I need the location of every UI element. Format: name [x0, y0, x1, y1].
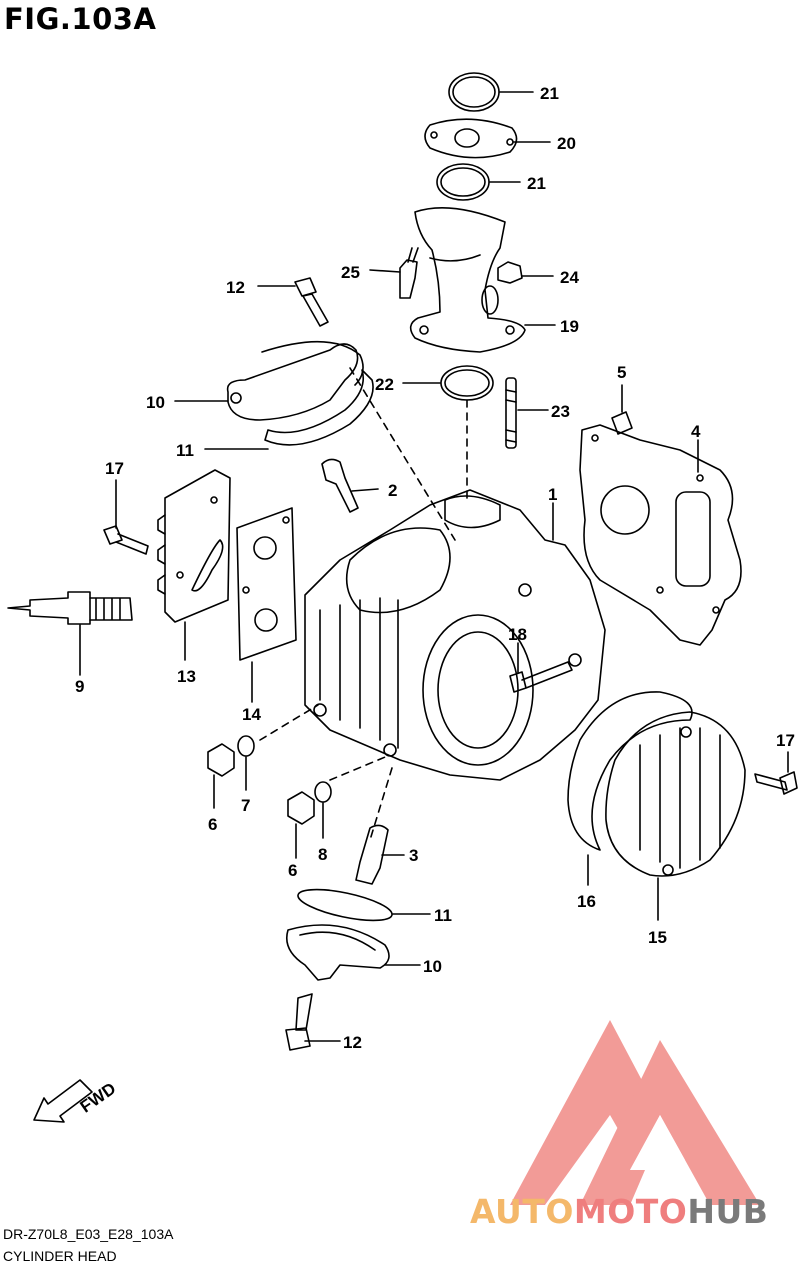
- watermark-auto: AUTO: [470, 1192, 574, 1231]
- watermark-hub: HUB: [687, 1192, 769, 1231]
- side-gasket-14[interactable]: [236, 507, 297, 661]
- diagram-code: DR-Z70L8_E03_E28_103A: [3, 1226, 174, 1242]
- bolt-12-lower[interactable]: [285, 993, 313, 1051]
- o-ring-21-lower[interactable]: [436, 163, 490, 201]
- bolt-12-top[interactable]: [294, 277, 329, 327]
- insulator-plate-20[interactable]: [424, 118, 518, 159]
- valve-guide-3[interactable]: [355, 824, 389, 885]
- cylinder-gasket-4[interactable]: [579, 424, 742, 646]
- callout-25: 25: [341, 263, 360, 282]
- callout-18: 18: [508, 625, 527, 644]
- watermark-moto: MOTO: [573, 1192, 688, 1231]
- callout-10-top: 10: [146, 393, 165, 412]
- bolt-17-right[interactable]: [754, 771, 798, 795]
- callout-22: 22: [375, 375, 394, 394]
- callout-16: 16: [577, 892, 596, 911]
- callout-2: 2: [388, 481, 397, 500]
- callout-8: 8: [318, 845, 327, 864]
- spark-plug-9[interactable]: [7, 591, 91, 625]
- cover-15[interactable]: [605, 711, 746, 877]
- plug-6-left[interactable]: [207, 743, 235, 777]
- callout-9: 9: [75, 677, 84, 696]
- cylinder-head-1[interactable]: [304, 489, 606, 781]
- cover-gasket-16[interactable]: [567, 691, 693, 851]
- callout-4: 4: [691, 422, 701, 441]
- callout-17-left: 17: [105, 459, 124, 478]
- diagram-caption: CYLINDER HEAD: [3, 1248, 117, 1264]
- callout-13: 13: [177, 667, 196, 686]
- figure-title: FIG.103A: [4, 2, 157, 36]
- o-ring-22[interactable]: [440, 365, 494, 401]
- valve-cover-10-top[interactable]: [226, 343, 359, 421]
- callout-5: 5: [617, 363, 626, 382]
- watermark-text: AUTOMOTOHUB: [470, 1192, 768, 1231]
- callout-11-lower: 11: [434, 906, 452, 925]
- callout-14: 14: [242, 705, 261, 724]
- watermark-logo: [510, 1020, 760, 1205]
- valve-guide-2[interactable]: [321, 458, 359, 513]
- callout-11-top: 11: [176, 441, 194, 460]
- nut-24[interactable]: [497, 261, 523, 284]
- o-ring-11-top[interactable]: [264, 369, 374, 446]
- bolt-17-left[interactable]: [103, 525, 149, 555]
- callout-19: 19: [560, 317, 579, 336]
- callout-24: 24: [560, 268, 579, 287]
- callout-15: 15: [648, 928, 667, 947]
- callout-23: 23: [551, 402, 570, 421]
- stud-23[interactable]: [505, 377, 517, 449]
- intake-pipe-19[interactable]: [409, 207, 526, 353]
- callout-21-lower: 21: [527, 174, 546, 193]
- washer-8[interactable]: [314, 781, 332, 803]
- callout-6-right: 6: [288, 861, 297, 880]
- fwd-arrow-icon: [33, 1079, 93, 1123]
- side-cover-13[interactable]: [164, 469, 231, 623]
- callout-12-lower: 12: [343, 1033, 362, 1052]
- callout-1: 1: [548, 485, 557, 504]
- dowel-pin-5[interactable]: [611, 411, 633, 435]
- callout-7: 7: [241, 796, 250, 815]
- callout-3: 3: [409, 846, 418, 865]
- callout-10-lower: 10: [423, 957, 442, 976]
- callout-21-top: 21: [540, 84, 559, 103]
- callout-20: 20: [557, 134, 576, 153]
- plug-6-right[interactable]: [287, 791, 315, 825]
- valve-cover-10-lower[interactable]: [286, 924, 390, 981]
- washer-7[interactable]: [237, 735, 255, 757]
- o-ring-11-lower[interactable]: [296, 883, 395, 926]
- o-ring-21-top[interactable]: [448, 72, 500, 112]
- callout-6-left: 6: [208, 815, 217, 834]
- bolt-25[interactable]: [399, 259, 418, 299]
- callout-12-top: 12: [226, 278, 245, 297]
- bolt-18[interactable]: [509, 661, 573, 693]
- callout-17-right: 17: [776, 731, 795, 750]
